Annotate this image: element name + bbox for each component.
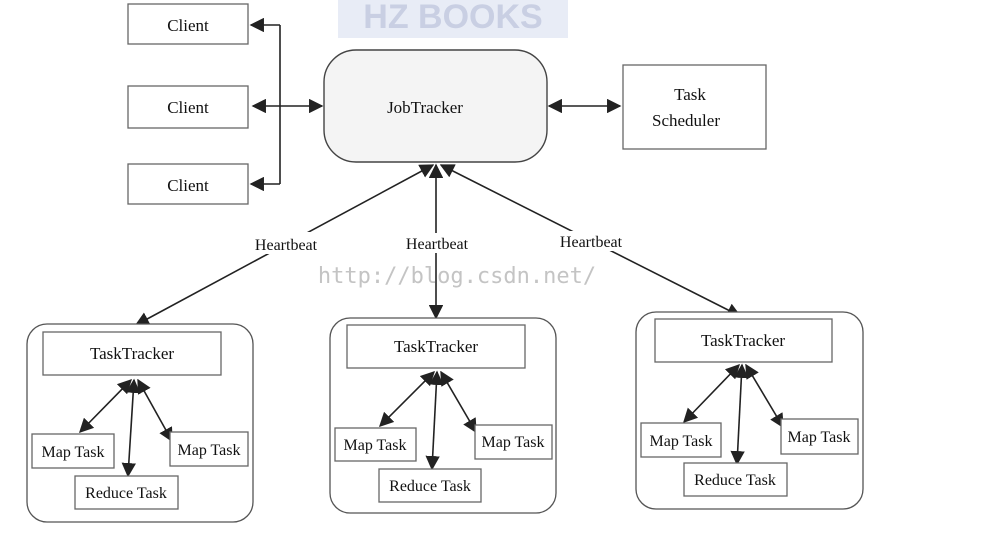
heartbeat-label-bg-3: [550, 231, 632, 251]
tasktracker-label-2: TaskTracker: [394, 337, 478, 356]
heartbeat-label-1: Heartbeat: [255, 237, 318, 254]
map-task-box-1b: [169, 431, 249, 467]
client-box-2-rect: [127, 85, 249, 129]
task-scheduler-label-line2: Scheduler: [652, 111, 720, 130]
tasktracker-1-map2-arrow: [137, 378, 173, 443]
tasktracker-group-3: TaskTracker Map Task Map Task Reduce Tas…: [635, 311, 864, 510]
tasktracker-3-map1-arrow: [683, 363, 740, 424]
watermark-url: http://blog.csdn.net/: [318, 264, 596, 289]
reduce-task-label-1: Reduce Task: [85, 485, 167, 502]
map-task-label-2a: Map Task: [343, 437, 406, 454]
map-task-label-3b: Map Task: [787, 429, 850, 446]
client-box-1: Client: [127, 3, 249, 45]
tasktracker-3-map2-arrow: [745, 363, 784, 429]
reduce-task-box-1: [74, 475, 179, 510]
tasktracker-3-reduce-arrow: [730, 363, 749, 466]
heartbeat-label-bg-1: [244, 232, 328, 254]
tasktracker-group-1: TaskTracker Map Task Map Task Reduce Tas…: [26, 323, 254, 523]
heartbeat-label-2: Heartbeat: [406, 236, 469, 253]
map-task-box-2a: [334, 427, 417, 462]
client-box-2: Client: [127, 85, 249, 129]
map-task-label-1b: Map Task: [177, 442, 240, 459]
reduce-task-box-2: [378, 468, 482, 503]
task-scheduler-box: Task Scheduler: [622, 64, 767, 150]
client-label-2: Client: [167, 98, 209, 117]
tasktracker-1-reduce-arrow: [121, 378, 141, 478]
tasktracker-box-2: [346, 324, 526, 369]
tasktracker-group-2: TaskTracker Map Task Map Task Reduce Tas…: [329, 317, 557, 514]
map-task-label-3a: Map Task: [649, 433, 712, 450]
map-task-label-2b: Map Task: [481, 434, 544, 451]
client-label-1: Client: [167, 16, 209, 35]
reduce-task-label-2: Reduce Task: [389, 478, 471, 495]
heartbeat-label-3: Heartbeat: [560, 234, 623, 251]
map-task-box-1a: [31, 433, 115, 469]
client-box-1-rect: [127, 3, 249, 45]
heartbeat-label-bg-2: [397, 233, 477, 253]
reduce-task-box-3: [683, 462, 788, 497]
map-task-box-3a: [640, 422, 722, 458]
client-connectors: [249, 17, 324, 192]
task-scheduler-rect: [622, 64, 767, 150]
tasktracker-label-1: TaskTracker: [90, 344, 174, 363]
watermark-logo: HZ BOOKS: [363, 0, 542, 36]
map-task-box-2b: [474, 424, 553, 460]
tasktracker-2-reduce-arrow: [425, 370, 444, 471]
task-scheduler-label-line1: Task: [674, 85, 706, 104]
tasktracker-box-3: [654, 318, 833, 363]
watermark-logo-bg: [338, 0, 568, 38]
tasktracker-label-3: TaskTracker: [701, 331, 785, 350]
tasktracker-2-map1-arrow: [378, 370, 436, 428]
jobtracker-box: JobTracker: [323, 49, 548, 163]
reduce-task-label-3: Reduce Task: [694, 472, 776, 489]
jobtracker-label: JobTracker: [387, 98, 463, 117]
client-box-3: Client: [127, 163, 249, 205]
jobtracker-rect: [323, 49, 548, 163]
tasktracker-2-map2-arrow: [440, 370, 477, 434]
client-label-3: Client: [167, 176, 209, 195]
map-task-label-1a: Map Task: [41, 444, 104, 461]
tasktracker-box-1: [42, 331, 222, 376]
map-task-box-3b: [780, 418, 859, 455]
